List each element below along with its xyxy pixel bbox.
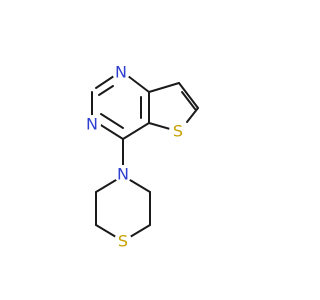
atom-n-top: N (112, 63, 130, 82)
bond-c7-c6 (178, 82, 199, 109)
canvas-background (0, 0, 300, 300)
s-ring-label: S (118, 232, 128, 251)
bond-nleft-c4-double (100, 113, 124, 129)
bond-right-to-s (129, 224, 151, 238)
bond-s-left (95, 224, 117, 238)
s-thiophene-label: S (173, 122, 183, 141)
n-morpholine-label: N (117, 165, 129, 184)
molecule-structure: N N S N S (0, 0, 300, 300)
atom-s-thiophene: S (169, 122, 187, 141)
atom-labels: N N S N S (83, 63, 187, 251)
bond-c7a-ntop (127, 75, 150, 93)
bond-ntop-ch2-double (98, 85, 114, 96)
bond-s-c4a (148, 122, 171, 130)
thiomorpholine-ring (95, 138, 151, 238)
atom-n-left: N (83, 115, 101, 134)
n-top-label: N (115, 63, 127, 82)
bond-ntop-ch2 (95, 75, 115, 89)
atom-n-morpholine: N (114, 165, 132, 184)
bond-c7-c6-double (181, 91, 196, 110)
bond-c6-s (186, 107, 199, 123)
bond-n-right-top (129, 179, 151, 193)
thiophene-ring (148, 82, 199, 130)
n-left-label: N (86, 115, 98, 134)
bond-c7a-c7 (148, 82, 180, 93)
bond-c4-c4a (122, 122, 150, 140)
bond-left-to-n (95, 179, 117, 193)
atom-s-ring: S (114, 232, 132, 251)
